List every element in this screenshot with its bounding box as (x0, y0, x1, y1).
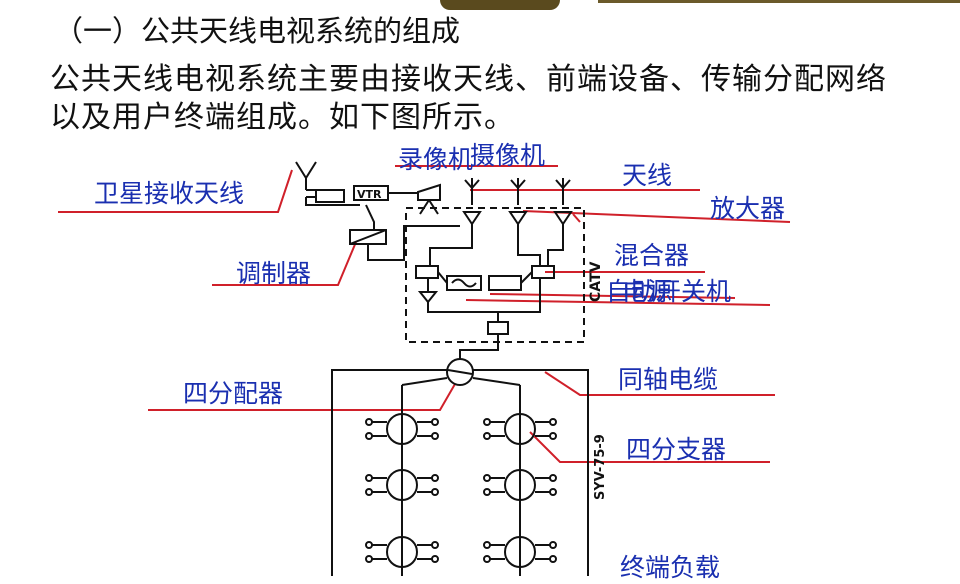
paragraph-line-1: 公共天线电视系统主要由接收天线、前端设备、传输分配网络 (50, 62, 887, 97)
label-splitter: 四分配器 (183, 379, 284, 408)
cable-model-text: SYV-75-9 (593, 434, 608, 500)
label-antenna: 天线 (622, 161, 673, 190)
label-coax-cable: 同轴电缆 (618, 365, 719, 394)
label-modulator: 调制器 (236, 259, 312, 288)
vtr-text: VTR (357, 188, 382, 201)
paragraph-line-2: 以及用户终端组成。如下图所示。 (50, 100, 515, 135)
catv-text: CATV (588, 261, 604, 302)
top-decoration (440, 0, 560, 10)
label-tap: 四分支器 (626, 435, 727, 464)
label-satellite-antenna: 卫星接收天线 (94, 179, 245, 208)
top-rule (598, 0, 960, 3)
taps-right (483, 413, 557, 568)
label-auto-switch: 自动开关机 (606, 277, 732, 306)
leader-lines (58, 165, 791, 463)
label-power: 电源 (622, 277, 673, 306)
label-vcr: 录像机 (398, 145, 474, 174)
label-amplifier: 放大器 (710, 194, 786, 223)
section-heading: （一）公共天线电视系统的组成 (54, 14, 461, 48)
label-camera: 摄像机 (470, 141, 546, 170)
label-terminal-load: 终端负载 (620, 553, 721, 582)
label-mixer: 混合器 (614, 241, 690, 270)
antenna-array (464, 178, 571, 205)
taps-left (365, 413, 439, 568)
